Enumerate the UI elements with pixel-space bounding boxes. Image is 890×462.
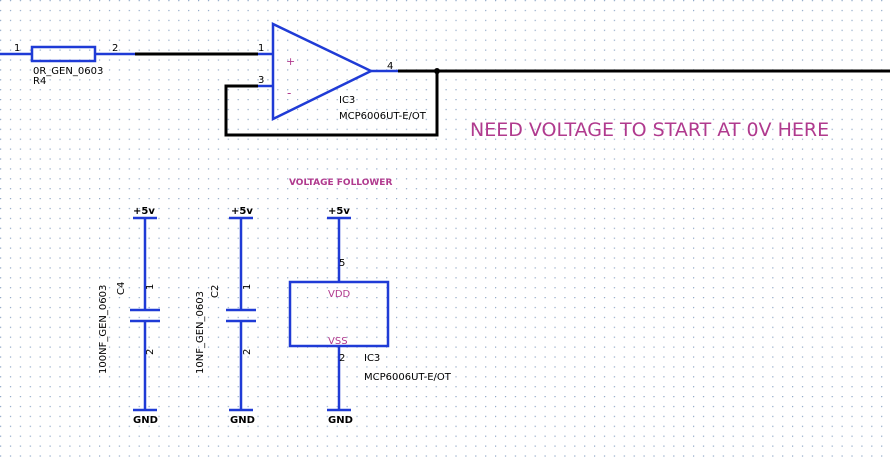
- opamp-pin4-number: 4: [387, 61, 393, 72]
- c2-pin2-number: 2: [242, 349, 253, 355]
- opamp-pin3-number: 3: [258, 75, 264, 86]
- nets: [135, 52, 890, 137]
- section-label: VOLTAGE FOLLOWER: [289, 178, 392, 188]
- capacitor-c4[interactable]: +5v GND 1 2 C4 100NF_GEN_0603: [98, 206, 160, 426]
- junction-dot: [434, 68, 440, 74]
- opamp-plus-sign: +: [286, 55, 295, 68]
- c4-ref: C4: [116, 282, 127, 295]
- opamp-ref: IC3: [339, 95, 355, 106]
- r4-ref: R4: [33, 76, 46, 87]
- c2-supply-label: +5v: [231, 206, 253, 217]
- note-text: NEED VOLTAGE TO START AT 0V HERE: [470, 119, 829, 141]
- ic3-pin2-number: 2: [339, 353, 345, 364]
- ic3-ground-label: GND: [328, 415, 353, 426]
- c2-ground-label: GND: [230, 415, 255, 426]
- ic3-vss-label: VSS: [328, 336, 348, 347]
- c4-ground-label: GND: [133, 415, 158, 426]
- c4-supply-label: +5v: [133, 206, 155, 217]
- ic3-power-unit[interactable]: +5v GND 5 2 VDD VSS IC3 MCP6006UT-E/OT: [288, 206, 452, 426]
- r4-value: 0R_GEN_0603: [33, 66, 103, 77]
- c4-value: 100NF_GEN_0603: [98, 285, 109, 374]
- opamp-ic3[interactable]: 1 3 4 + - IC3 MCP6006UT-E/OT: [258, 22, 427, 122]
- ic3-power-part: MCP6006UT-E/OT: [364, 372, 452, 383]
- c4-pin1-number: 1: [145, 284, 156, 290]
- opamp-minus-sign: -: [287, 86, 291, 100]
- r4-pin1-number: 1: [14, 43, 20, 54]
- net-feedback[interactable]: [224, 71, 439, 137]
- opamp-pin1-number: 1: [258, 43, 264, 54]
- ic3-vdd-label: VDD: [328, 289, 351, 300]
- opamp-part: MCP6006UT-E/OT: [339, 111, 427, 122]
- ic3-supply-label: +5v: [328, 206, 350, 217]
- c2-ref: C2: [210, 285, 221, 298]
- ic3-power-ref: IC3: [364, 353, 380, 364]
- ic3-pin5-number: 5: [339, 258, 345, 269]
- capacitor-c2[interactable]: +5v GND 1 2 C2 10NF_GEN_0603: [195, 206, 256, 426]
- c2-pin1-number: 1: [242, 284, 253, 290]
- c4-pin2-number: 2: [145, 349, 156, 355]
- opamp-triangle[interactable]: [271, 22, 374, 122]
- c2-value: 10NF_GEN_0603: [195, 291, 206, 374]
- r4-pin2-number: 2: [112, 43, 118, 54]
- resistor-r4[interactable]: 1 2 0R_GEN_0603 R4: [0, 43, 135, 87]
